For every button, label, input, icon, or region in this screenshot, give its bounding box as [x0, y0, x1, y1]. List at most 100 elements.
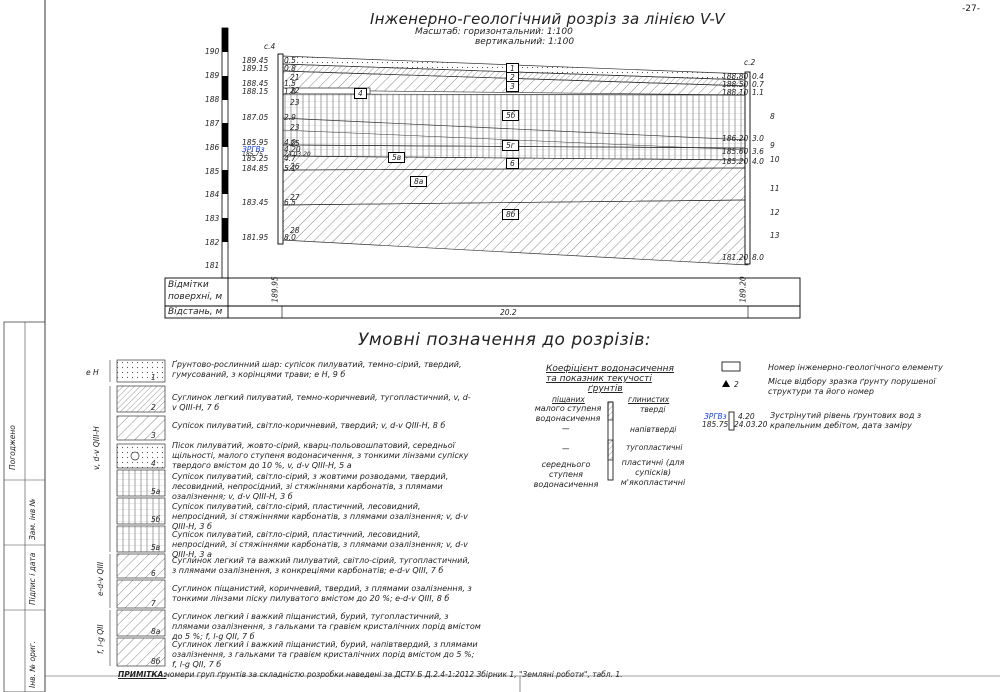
right-elev: 181.20 — [722, 253, 749, 262]
legend-num: 8б — [151, 657, 161, 666]
y-tick: 183 — [205, 214, 220, 223]
right-depth: 0.4 — [752, 72, 764, 81]
legend-desc: Суглинок легкий та важкий пилуватий, сві… — [172, 556, 471, 575]
legend-desc: Супісок пилуватий, світло-сірий, пластич… — [172, 530, 468, 559]
legend-num: 3 — [151, 431, 156, 440]
stamp-label: Підпис і дата — [28, 552, 37, 605]
left-depth: 2.9 — [284, 113, 296, 122]
right-depth: 8.0 — [752, 253, 764, 262]
sample-marker: 22 — [290, 86, 300, 95]
legend-code: e-d-v QIII — [96, 561, 105, 596]
element-label: 4 — [354, 88, 367, 99]
surface-right: 189.20 — [738, 276, 748, 303]
sample-marker: 25 — [290, 139, 300, 148]
legend-desc: Суглинок піщанистий, коричневий, твердий… — [172, 584, 472, 603]
sample-marker: 9 — [770, 141, 775, 150]
gw-left-date: 24.03.20 — [284, 151, 311, 158]
sym-gw-elev: 185.75 — [702, 420, 729, 429]
legend-desc: Суглинок легкий пилуватий, темно-коричне… — [172, 393, 471, 412]
coef-left-4: середнього ступеня водонасичення — [533, 460, 599, 489]
y-tick: 188 — [205, 95, 220, 104]
well-left-label: с.4 — [264, 42, 276, 51]
y-tick: 187 — [205, 119, 220, 128]
legend-desc: Суглинок легкий і важкий піщанистий, бур… — [172, 612, 481, 641]
element-label: 5г — [502, 140, 519, 151]
sym-sample-desc: Місце відбору зразка ґрунту порушеної ст… — [768, 377, 936, 396]
element-label: 5в — [388, 152, 406, 163]
sym-element-desc: Номер інженерно-геологічного елементу — [768, 363, 943, 372]
left-depth: 6.5 — [284, 198, 296, 207]
legend-num: 4 — [151, 459, 156, 468]
sym-gw-val: 4.20 — [738, 412, 755, 421]
left-depth: 0.8 — [284, 64, 296, 73]
coef-title-2: та показник текучості — [546, 374, 652, 384]
legend-desc: Пісок пилуватий, жовто-сірий, кварц-поль… — [172, 441, 469, 470]
legend-code: f, l-g QII — [96, 624, 105, 654]
legend-num: 7 — [151, 599, 156, 608]
left-depth: 8.0 — [284, 233, 296, 242]
y-tick: 190 — [205, 47, 220, 56]
left-elev: 188.45 — [242, 79, 269, 88]
left-elev: 189.45 — [242, 56, 269, 65]
right-elev: 188.10 — [722, 88, 749, 97]
left-elev: 189.15 — [242, 64, 269, 73]
right-elev: 185.20 — [722, 157, 749, 166]
coef-title-3: ґрунтів — [588, 384, 623, 394]
right-elev: 185.60 — [722, 147, 749, 156]
y-tick: 185 — [205, 167, 220, 176]
y-tick: 186 — [205, 143, 220, 152]
stamp-label: Інв. № ориг. — [28, 640, 37, 688]
element-label: 8а — [410, 176, 428, 187]
sym-gw-date: 24.03.20 — [734, 420, 768, 429]
legend-desc: Супісок пилуватий, світло-сірий, з жовти… — [172, 472, 449, 501]
y-tick: 181 — [205, 261, 220, 270]
right-elev: 188.50 — [722, 80, 749, 89]
coef-col-left: піщаних — [552, 395, 585, 404]
sym-gw-desc: Зустрінутий рівень ґрунтових вод з крапе… — [770, 411, 922, 430]
y-tick: 182 — [205, 238, 220, 247]
element-label: 6 — [506, 158, 519, 169]
sample-marker: 8 — [770, 112, 775, 121]
right-elev: 186.20 — [722, 134, 749, 143]
gw-left-label: ЗРГВз — [242, 145, 265, 154]
legend-code: e H — [86, 368, 99, 377]
right-depth: 3.6 — [752, 147, 764, 156]
coef-left-1: малого ступеня водонасичення — [534, 404, 602, 423]
coef-left-3: — — [562, 444, 570, 453]
sample-marker: 12 — [770, 208, 780, 217]
legend-code: v, d-v QIII-H — [92, 426, 101, 470]
element-label: 8б — [502, 209, 520, 220]
sample-marker: 21 — [290, 73, 300, 82]
legend-num: 5в — [151, 543, 161, 552]
section-title: Інженерно-геологічний розріз за лінією V… — [370, 10, 725, 28]
sample-marker: 28 — [290, 226, 300, 235]
stamp-label: Погоджено — [8, 425, 17, 470]
gw-left-value: 4.20 — [284, 145, 301, 154]
left-elev: 181.95 — [242, 233, 269, 242]
left-depth: 4.7 — [284, 154, 296, 163]
legend-desc: Супісок пилуватий, світло-коричневий, тв… — [172, 421, 446, 430]
left-depth: 5.1 — [284, 164, 296, 173]
left-elev: 185.25 — [242, 154, 269, 163]
well-right-label: с.2 — [744, 58, 756, 67]
legend-desc: Ґрунтово-рослинний шар: супісок пилувати… — [172, 360, 462, 379]
sample-marker: 26 — [290, 162, 300, 171]
left-elev: 185.95 — [242, 138, 269, 147]
distance-value: 20.2 — [500, 308, 517, 317]
left-elev: 183.45 — [242, 198, 269, 207]
coef-col-right: глинистих — [628, 395, 670, 404]
left-elev: 184.85 — [242, 164, 269, 173]
legend-desc: Супісок пилуватий, світло-сірий, пластич… — [172, 502, 468, 531]
coef-right-2: напівтверді — [630, 425, 677, 434]
sample-marker: 11 — [770, 184, 780, 193]
sample-marker: 10 — [770, 155, 780, 164]
y-tick: 189 — [205, 71, 220, 80]
sample-marker: 27 — [290, 193, 300, 202]
stamp-label: Зам. інв № — [28, 498, 37, 540]
right-elev: 188.80 — [722, 72, 749, 81]
scale-vertical: вертикальний: 1:100 — [475, 37, 575, 47]
legend-num: 5б — [151, 515, 161, 524]
left-depth: 1.5 — [284, 79, 296, 88]
sym-sample-num: 2 — [734, 380, 739, 389]
y-tick: 184 — [205, 190, 220, 199]
